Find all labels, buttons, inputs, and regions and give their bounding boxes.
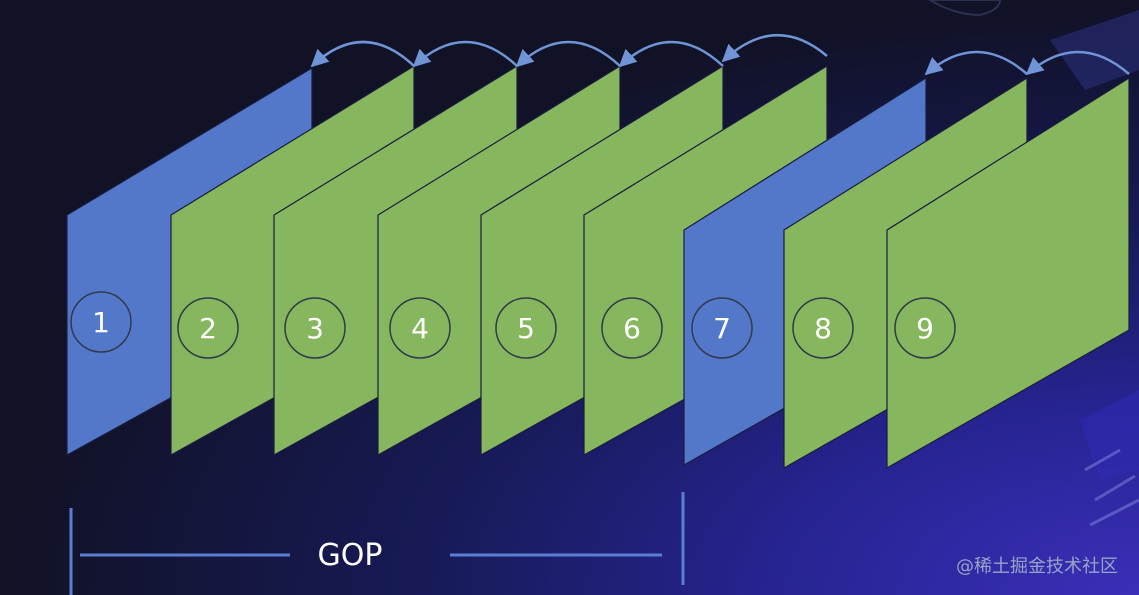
frame-panel-9 <box>886 76 1130 470</box>
frame-number-5: 5 <box>517 312 535 345</box>
frame-9: 9 <box>886 76 1130 470</box>
frame-number-7: 7 <box>713 312 731 345</box>
reference-arrow-5 <box>721 34 828 63</box>
gop-label: GOP <box>318 538 383 573</box>
frame-number-circle-8 <box>792 297 854 359</box>
reference-arrow-6 <box>924 50 1028 76</box>
reference-arrow-7 <box>1025 50 1130 76</box>
frame-number-9: 9 <box>916 312 934 345</box>
frame-number-circle-2 <box>177 297 239 359</box>
reference-arrow-1 <box>310 40 415 68</box>
frame-number-8: 8 <box>814 312 832 345</box>
frame-number-6: 6 <box>623 312 641 345</box>
reference-arrow-3 <box>515 40 621 68</box>
reference-arrow-4 <box>618 40 724 68</box>
frame-number-circle-5 <box>495 297 557 359</box>
frame-number-1: 1 <box>92 306 110 339</box>
gop-bracket: GOP <box>69 492 685 595</box>
frame-number-3: 3 <box>306 312 324 345</box>
frame-number-circle-9 <box>894 297 956 359</box>
frame-number-circle-3 <box>284 297 346 359</box>
frame-number-circle-4 <box>389 297 451 359</box>
frame-number-2: 2 <box>199 312 217 345</box>
frame-number-circle-7 <box>691 297 753 359</box>
frames-layer: 1 2 3 4 5 6 7 8 9 <box>66 64 1130 470</box>
frame-number-4: 4 <box>411 312 429 345</box>
frame-number-circle-1 <box>70 291 132 353</box>
reference-arrows <box>310 34 1130 76</box>
frame-number-circle-6 <box>601 297 663 359</box>
watermark-text: @稀土掘金技术社区 <box>956 556 1118 577</box>
background-decor <box>928 0 1139 527</box>
reference-arrow-2 <box>412 40 518 68</box>
